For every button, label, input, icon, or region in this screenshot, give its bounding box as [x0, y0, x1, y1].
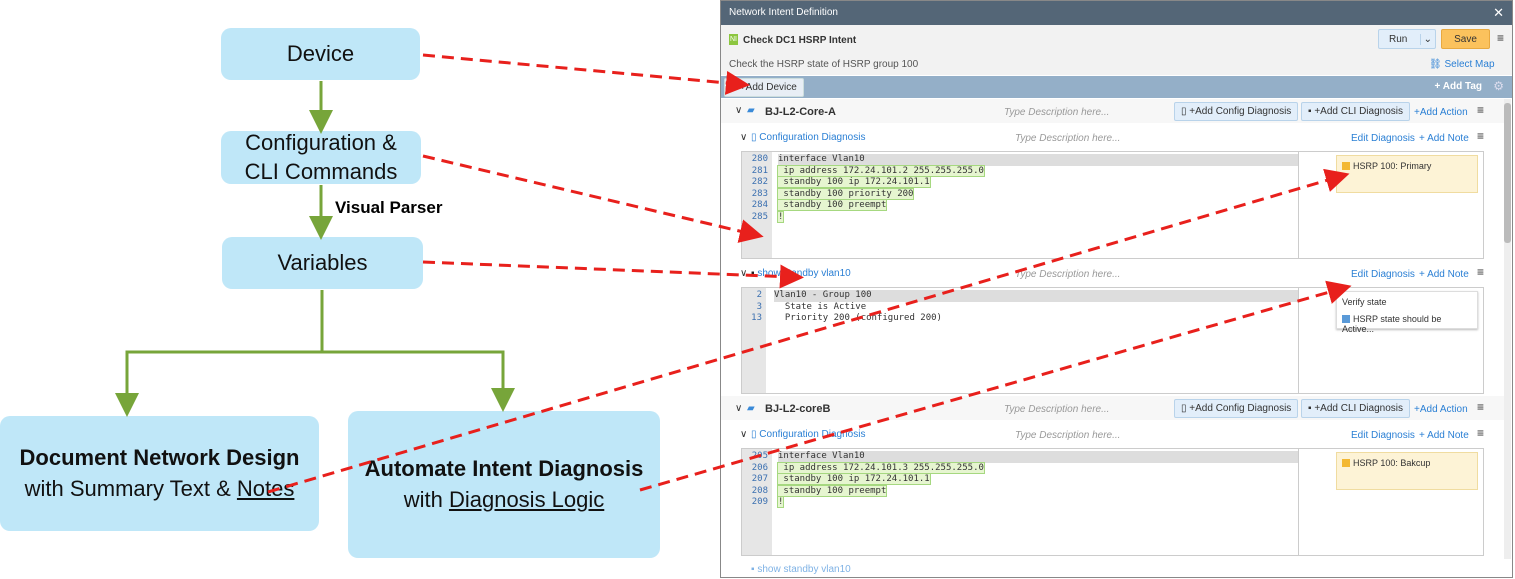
note-icon [1342, 459, 1350, 467]
device-toolbar: ● +Add Device + Add Tag ⚙ [721, 76, 1512, 98]
note-card[interactable]: HSRP 100: Primary [1336, 155, 1478, 193]
flow-arrows [115, 81, 515, 417]
window-title: Network Intent Definition [729, 7, 838, 18]
add-note-link[interactable]: + Add Note [1419, 133, 1469, 144]
add-config-label: +Add Config Diagnosis [1189, 403, 1292, 414]
chevron-down-icon[interactable]: ∨ [740, 132, 748, 143]
device-label: Device [286, 40, 355, 66]
add-config-diagnosis-button[interactable]: ▯ +Add Config Diagnosis [1174, 102, 1299, 121]
verify-item: HSRP state should be Active... [1342, 314, 1442, 334]
device-description-input[interactable]: Type Description here... [1004, 107, 1110, 118]
network-intent-window: Network Intent Definition ✕ NI Check DC1 … [720, 0, 1513, 578]
config-label: Configuration & [245, 129, 397, 155]
edit-diagnosis-link[interactable]: Edit Diagnosis [1351, 133, 1415, 144]
arrow-to-automate [322, 350, 515, 412]
device-box: Device [221, 28, 420, 80]
add-config-label: +Add Config Diagnosis [1189, 106, 1292, 117]
intent-badge-icon: NI [729, 34, 738, 45]
note-text: HSRP 100: Bakcup [1353, 458, 1431, 468]
edit-diagnosis-link[interactable]: Edit Diagnosis [1351, 269, 1415, 280]
device-name: BJ-L2-Core-A [765, 106, 836, 118]
diagnosis-description-input[interactable]: Type Description here... [1015, 133, 1121, 144]
cli-output-text: Vlan10 - Group 100 State is Active Prior… [774, 290, 1299, 325]
title-bar: Network Intent Definition ✕ [721, 1, 1512, 25]
menu-icon[interactable]: ≡ [1497, 31, 1505, 45]
intent-header: NI Check DC1 HSRP Intent Check the HSRP … [721, 25, 1512, 75]
intent-description[interactable]: Check the HSRP state of HSRP group 100 [729, 59, 919, 70]
verify-title: Verify state [1342, 297, 1387, 307]
cli-diagnosis-link[interactable]: ▪ show standby vlan10 [751, 268, 851, 279]
menu-icon[interactable]: ≡ [1477, 129, 1485, 143]
notes-panel: HSRP 100: Primary [1298, 152, 1483, 258]
add-action-link[interactable]: +Add Action [1414, 404, 1468, 415]
config-diagnosis-link[interactable]: ▯ Configuration Diagnosis [751, 132, 866, 143]
add-action-link[interactable]: +Add Action [1414, 107, 1468, 118]
document-box: Document Network Design with Summary Tex… [0, 416, 319, 531]
add-cli-diagnosis-button[interactable]: ▪ +Add CLI Diagnosis [1301, 399, 1410, 418]
menu-icon[interactable]: ≡ [1477, 426, 1485, 440]
config-diagnosis-label: Configuration Diagnosis [759, 429, 866, 440]
config-text: interface Vlan10 ip address 172.24.101.2… [776, 154, 1298, 223]
chevron-down-icon[interactable]: ∨ [735, 105, 743, 116]
add-config-diagnosis-button[interactable]: ▯ +Add Config Diagnosis [1174, 399, 1299, 418]
add-note-link[interactable]: + Add Note [1419, 269, 1469, 280]
arrow-to-document [115, 290, 324, 417]
state-icon [1342, 315, 1350, 323]
device-icon: ▰ [747, 105, 755, 116]
add-note-link[interactable]: + Add Note [1419, 430, 1469, 441]
intent-title: Check DC1 HSRP Intent [743, 35, 857, 46]
config-text: interface Vlan10 ip address 172.24.101.3… [776, 451, 1298, 509]
chevron-down-icon[interactable]: ∨ [735, 403, 743, 414]
menu-icon[interactable]: ≡ [1477, 103, 1485, 117]
chevron-down-icon[interactable]: ∨ [740, 429, 748, 440]
chevron-down-icon[interactable]: ∨ [740, 268, 748, 279]
select-map-label: Select Map [1444, 59, 1495, 70]
notes-panel: HSRP 100: Bakcup [1298, 449, 1483, 555]
gear-icon[interactable]: ⚙ [1493, 79, 1504, 93]
run-label: Run [1389, 34, 1408, 45]
add-cli-diagnosis-button[interactable]: ▪ +Add CLI Diagnosis [1301, 102, 1410, 121]
cli-diagnosis-link[interactable]: ▪ show standby vlan10 [751, 564, 851, 575]
run-button[interactable]: Run ⌄ [1378, 29, 1436, 49]
config-diagnosis-label: Configuration Diagnosis [759, 132, 866, 143]
menu-icon[interactable]: ≡ [1477, 265, 1485, 279]
cli-command-label: show standby vlan10 [757, 564, 851, 575]
add-cli-label: +Add CLI Diagnosis [1314, 403, 1403, 414]
add-device-button[interactable]: ● +Add Device [724, 78, 804, 97]
config-diagnosis-link[interactable]: ▯ Configuration Diagnosis [751, 429, 866, 440]
device-name: BJ-L2-coreB [765, 403, 831, 415]
diagnosis-description-input[interactable]: Type Description here... [1015, 269, 1121, 280]
close-icon[interactable]: ✕ [1493, 5, 1504, 20]
select-map-link[interactable]: ⛓ Select Map [1429, 59, 1495, 70]
chevron-down-icon[interactable]: ⌄ [1419, 34, 1432, 45]
menu-icon[interactable]: ≡ [1477, 400, 1485, 414]
device-icon: ● [731, 82, 738, 93]
add-cli-label: +Add CLI Diagnosis [1314, 106, 1403, 117]
document-text: with Summary Text & [24, 475, 237, 501]
device-icon: ▰ [747, 403, 755, 414]
add-device-label: +Add Device [739, 82, 797, 93]
document-bold: Document Network Design [19, 444, 300, 470]
cli-command-label: show standby vlan10 [757, 268, 851, 279]
edit-diagnosis-link[interactable]: Edit Diagnosis [1351, 430, 1415, 441]
diagnosis-description-input[interactable]: Type Description here... [1015, 430, 1121, 441]
note-text: HSRP 100: Primary [1353, 161, 1432, 171]
device-description-input[interactable]: Type Description here... [1004, 404, 1110, 415]
save-button[interactable]: Save [1441, 29, 1490, 49]
add-tag-button[interactable]: + Add Tag [1434, 81, 1483, 92]
note-card[interactable]: HSRP 100: Bakcup [1336, 452, 1478, 490]
note-icon [1342, 162, 1350, 170]
scrollbar[interactable] [1504, 99, 1511, 559]
